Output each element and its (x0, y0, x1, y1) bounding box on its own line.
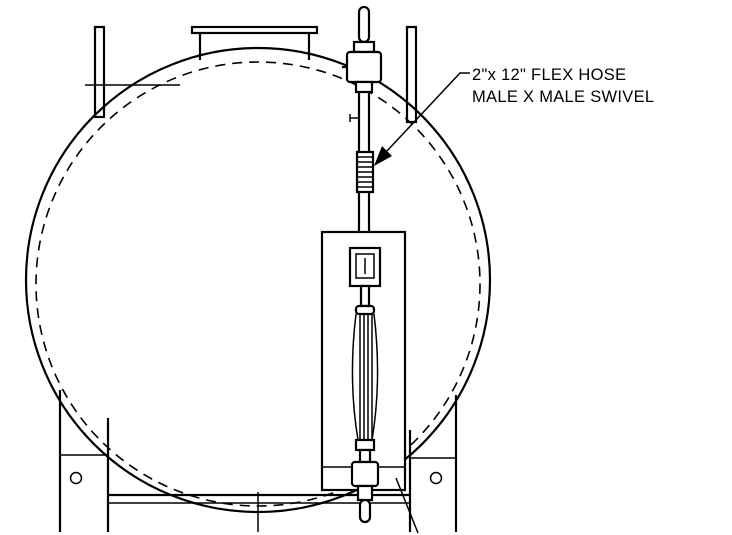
tank-shell-outer (24, 46, 492, 514)
vent-cap (357, 5, 371, 44)
bottom-valve (350, 460, 380, 488)
tank-inner-dashed (35, 61, 481, 507)
callout-leader (374, 72, 470, 166)
callout-line-1: 2"x 12" FLEX HOSE (472, 66, 626, 84)
dispenser-cabinet (320, 230, 407, 524)
pipe-assembly (342, 5, 383, 232)
anchor-hole-left (69, 471, 83, 485)
callout-line-2: MALE X MALE SWIVEL (472, 88, 654, 106)
anchor-hole-right (429, 471, 443, 485)
valve-body (345, 50, 383, 84)
manway (190, 25, 319, 60)
